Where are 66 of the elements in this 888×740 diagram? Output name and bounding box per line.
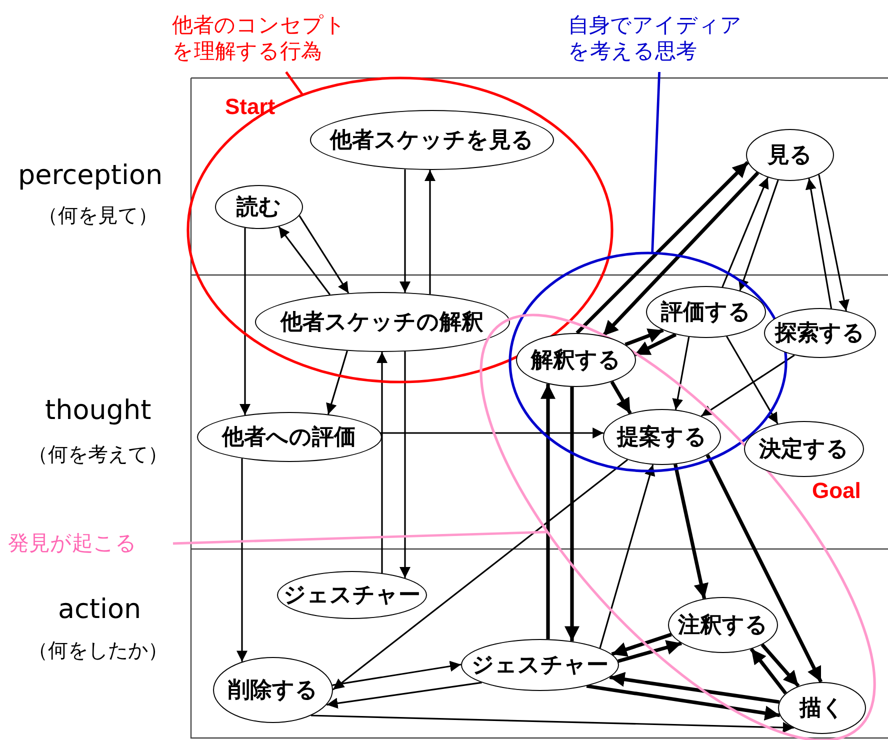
arrow [576, 161, 749, 334]
activity-ellipse: 解釈する [516, 333, 636, 387]
activity-ellipse: 提案する [603, 409, 721, 465]
arrow [540, 384, 556, 640]
activity-ellipse: 注釈する [668, 596, 778, 653]
annotation-text: 発見が起こる [8, 530, 173, 556]
arrow [236, 458, 248, 662]
start-label: Start [225, 94, 276, 120]
arrow [805, 178, 832, 309]
goal-label: Goal [812, 478, 861, 504]
arrow [400, 352, 410, 578]
arrow [240, 228, 250, 415]
arrow [424, 170, 436, 294]
arrow [310, 714, 794, 734]
arrow [610, 380, 632, 414]
activity-ellipse: 削除する [213, 657, 333, 723]
arrow [326, 682, 482, 709]
arrow [726, 336, 778, 424]
lane-title: perception [18, 160, 163, 191]
arrow [706, 454, 823, 683]
activity-ellipse: 探索する [764, 308, 876, 358]
arrow [700, 354, 795, 417]
arrow [818, 174, 850, 312]
arrow [599, 464, 656, 648]
activity-ellipse: 他者スケッチの解釈 [254, 292, 510, 352]
arrow [376, 352, 388, 573]
arrow [750, 648, 788, 694]
lane-subtitle: （何をしたか） [28, 637, 168, 664]
arrow [298, 215, 350, 294]
activity-ellipse: 読む [215, 185, 303, 229]
arrow [602, 172, 760, 338]
lane-title: thought [45, 395, 152, 426]
annotation-text: 他者のコンセプトを理解する行為 [172, 12, 357, 64]
arrow [624, 328, 664, 346]
activity-ellipse: 決定する [744, 421, 864, 477]
activity-ellipse: 見る [746, 129, 834, 181]
arrow [332, 660, 462, 686]
activity-ellipse: ジェスチャー [461, 639, 619, 691]
annotation-text: 自身でアイディアを考える思考 [568, 12, 753, 64]
arrow [564, 386, 580, 642]
arrow [278, 226, 331, 296]
arrow [380, 428, 604, 438]
activity-ellipse: 描く [778, 682, 866, 734]
arrow [672, 336, 690, 410]
arrow [400, 169, 410, 292]
arrow [332, 459, 628, 690]
arrow [586, 684, 780, 721]
arrow [722, 177, 769, 288]
leader-line [172, 530, 548, 545]
arrow [609, 672, 780, 704]
arrow [326, 350, 348, 415]
activity-ellipse: ジェスチャー [277, 571, 427, 619]
activity-ellipse: 他者への評価 [196, 412, 382, 462]
arrow [634, 332, 677, 356]
arrow [611, 632, 672, 657]
activity-ellipse: 他者スケッチを見る [310, 110, 554, 170]
lane-subtitle: （何を考えて） [28, 441, 168, 468]
activity-ellipse: 評価する [646, 286, 766, 338]
arrow [738, 180, 779, 291]
leader-line [651, 72, 660, 254]
arrow [618, 640, 682, 663]
lane-subtitle: （何を見て） [38, 202, 158, 229]
arrow [760, 643, 800, 688]
arrow [674, 464, 708, 599]
lane-title: action [58, 594, 142, 625]
leader-line [285, 71, 304, 96]
